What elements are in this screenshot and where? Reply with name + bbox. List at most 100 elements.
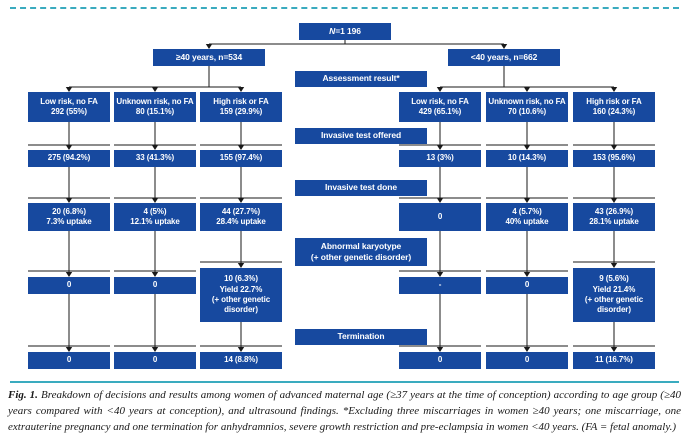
node-line: 0 bbox=[524, 280, 530, 290]
node-done-ge40-unknown: 4 (5%) 12.1% uptake bbox=[114, 203, 196, 231]
stage-line: Abnormal karyotype bbox=[320, 240, 402, 251]
node-ge40-unknown: Unknown risk, no FA 80 (15.1%) bbox=[114, 92, 196, 122]
node-offered-ge40-highrisk: 155 (97.4%) bbox=[200, 150, 282, 167]
node-line: High risk or FA bbox=[213, 96, 269, 106]
node-termination-ge40-unknown: 0 bbox=[114, 352, 196, 369]
top-rule bbox=[10, 7, 679, 9]
node-line: (+ other genetic bbox=[211, 295, 271, 304]
node-line: <40 years, n=662 bbox=[470, 51, 538, 62]
node-line: 33 (41.3%) bbox=[135, 153, 175, 163]
node-line: 0 bbox=[524, 355, 530, 365]
node-line: 155 (97.4%) bbox=[219, 153, 263, 163]
node-line: 275 (94.2%) bbox=[47, 153, 91, 163]
node-line: Unknown risk, no FA bbox=[488, 96, 566, 106]
node-ge40-highrisk: High risk or FA 159 (29.9%) bbox=[200, 92, 282, 122]
node-line: disorder) bbox=[224, 305, 258, 315]
figure-caption: Fig. 1. Breakdown of decisions and resul… bbox=[8, 388, 681, 436]
stage-label-offered: Invasive test offered bbox=[295, 128, 427, 144]
node-line: 28.1% uptake bbox=[589, 217, 639, 226]
node-line: Low risk, no FA bbox=[40, 96, 98, 106]
node-lt40-unknown: Unknown risk, no FA 70 (10.6%) bbox=[486, 92, 568, 122]
node-offered-ge40-lowrisk: 275 (94.2%) bbox=[28, 150, 110, 167]
node-line: 160 (24.3%) bbox=[592, 107, 636, 116]
node-line: 70 (10.6%) bbox=[507, 107, 547, 116]
node-line: 159 (29.9%) bbox=[219, 107, 263, 116]
node-line: Yield 22.7% bbox=[219, 284, 263, 294]
node-line: 10 (14.3%) bbox=[507, 153, 547, 163]
stage-label-termination: Termination bbox=[295, 329, 427, 345]
node-line: 0 bbox=[437, 211, 443, 221]
node-line: 43 (26.9%) bbox=[594, 206, 634, 216]
node-offered-lt40-unknown: 10 (14.3%) bbox=[486, 150, 568, 167]
node-line: Yield 21.4% bbox=[592, 284, 636, 294]
stage-line: Termination bbox=[337, 331, 385, 342]
node-termination-ge40-lowrisk: 0 bbox=[28, 352, 110, 369]
node-line: N=1 196 bbox=[329, 25, 361, 36]
node-done-ge40-highrisk: 44 (27.7%) 28.4% uptake bbox=[200, 203, 282, 231]
node-done-lt40-unknown: 4 (5.7%) 40% uptake bbox=[486, 203, 568, 231]
node-line: (+ other genetic bbox=[584, 295, 644, 304]
node-line: 153 (95.6%) bbox=[592, 153, 636, 163]
node-line: 7.3% uptake bbox=[46, 217, 92, 226]
node-termination-lt40-highrisk: 11 (16.7%) bbox=[573, 352, 655, 369]
node-karyotype-ge40-lowrisk: 0 bbox=[28, 277, 110, 294]
node-line: 11 (16.7%) bbox=[595, 355, 633, 365]
node-termination-ge40-highrisk: 14 (8.8%) bbox=[200, 352, 282, 369]
node-line: 20 (6.8%) bbox=[52, 206, 86, 216]
node-line: - bbox=[438, 280, 442, 290]
n-symbol: N bbox=[329, 25, 336, 36]
node-line: 4 (5%) bbox=[143, 206, 167, 216]
stage-label-karyotype: Abnormal karyotype (+ other genetic diso… bbox=[295, 238, 427, 266]
node-line: 0 bbox=[66, 355, 72, 365]
node-done-ge40-lowrisk: 20 (6.8%) 7.3% uptake bbox=[28, 203, 110, 231]
node-karyotype-ge40-unknown: 0 bbox=[114, 277, 196, 294]
node-age-ge40: ≥40 years, n=534 bbox=[153, 49, 265, 66]
node-line: 0 bbox=[437, 355, 443, 365]
node-line: High risk or FA bbox=[586, 96, 642, 106]
node-line: 14 (8.8%) bbox=[224, 355, 258, 365]
node-done-lt40-lowrisk: 0 bbox=[399, 203, 481, 231]
node-line: 429 (65.1%) bbox=[418, 107, 462, 116]
figure-caption-label: Fig. 1. bbox=[8, 389, 38, 401]
node-line: 12.1% uptake bbox=[130, 217, 180, 226]
node-offered-ge40-unknown: 33 (41.3%) bbox=[114, 150, 196, 167]
node-karyotype-lt40-unknown: 0 bbox=[486, 277, 568, 294]
node-line: 4 (5.7%) bbox=[512, 206, 542, 216]
stage-line: Invasive test offered bbox=[320, 130, 402, 141]
node-line: 0 bbox=[152, 355, 158, 365]
stage-label-done: Invasive test done bbox=[295, 180, 427, 196]
node-karyotype-lt40-highrisk: 9 (5.6%) Yield 21.4% (+ other genetic di… bbox=[573, 268, 655, 322]
node-line: Low risk, no FA bbox=[411, 96, 469, 106]
node-karyotype-lt40-lowrisk: - bbox=[399, 277, 481, 294]
node-line: 80 (15.1%) bbox=[135, 107, 175, 116]
node-line: 40% uptake bbox=[505, 217, 549, 226]
node-line: 13 (3%) bbox=[426, 153, 454, 163]
node-line: disorder) bbox=[597, 305, 631, 315]
stage-line: Invasive test done bbox=[325, 182, 397, 193]
node-line: 9 (5.6%) bbox=[599, 274, 629, 284]
stage-label-assessment: Assessment result* bbox=[295, 71, 427, 87]
node-line: 292 (55%) bbox=[50, 107, 87, 116]
stage-line: (+ other genetic disorder) bbox=[310, 252, 412, 262]
node-line: 0 bbox=[152, 280, 158, 290]
node-line: ≥40 years, n=534 bbox=[175, 51, 243, 62]
node-lt40-highrisk: High risk or FA 160 (24.3%) bbox=[573, 92, 655, 122]
node-line: 0 bbox=[66, 280, 72, 290]
node-offered-lt40-lowrisk: 13 (3%) bbox=[399, 150, 481, 167]
node-line: Unknown risk, no FA bbox=[116, 96, 194, 106]
figure-caption-text: Breakdown of decisions and results among… bbox=[8, 389, 681, 433]
node-lt40-lowrisk: Low risk, no FA 429 (65.1%) bbox=[399, 92, 481, 122]
node-total: N=1 196 bbox=[299, 23, 391, 40]
node-termination-lt40-lowrisk: 0 bbox=[399, 352, 481, 369]
node-line: 10 (6.3%) bbox=[224, 274, 258, 284]
node-done-lt40-highrisk: 43 (26.9%) 28.1% uptake bbox=[573, 203, 655, 231]
node-termination-lt40-unknown: 0 bbox=[486, 352, 568, 369]
node-offered-lt40-highrisk: 153 (95.6%) bbox=[573, 150, 655, 167]
node-line: 44 (27.7%) bbox=[221, 206, 261, 216]
node-karyotype-ge40-highrisk: 10 (6.3%) Yield 22.7% (+ other genetic d… bbox=[200, 268, 282, 322]
bottom-rule bbox=[10, 381, 679, 383]
stage-line: Assessment result* bbox=[322, 73, 400, 84]
node-ge40-lowrisk: Low risk, no FA 292 (55%) bbox=[28, 92, 110, 122]
